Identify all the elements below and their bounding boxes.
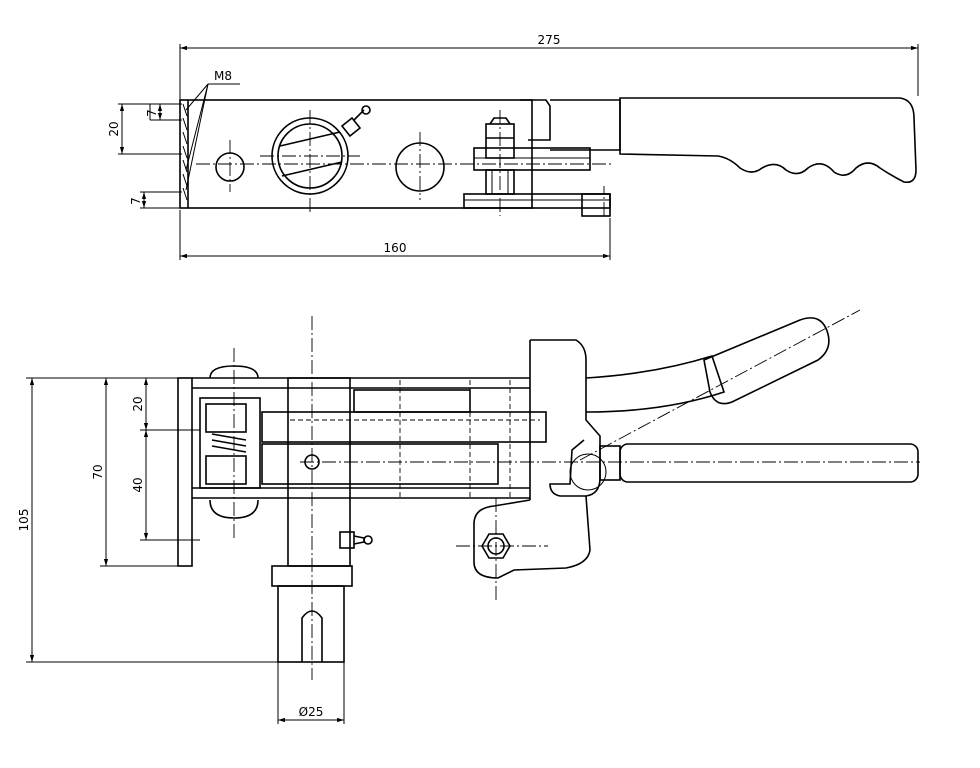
mounting-hole (215, 140, 245, 192)
top-view: 275 M8 (107, 33, 919, 260)
clamp-hole (395, 132, 445, 200)
pivot-knuckle (199, 365, 261, 519)
dimension-spindle-diameter: Ø25 (277, 662, 345, 724)
dim-label-70: 70 (91, 464, 105, 479)
handle-grip-closed (619, 443, 919, 483)
dim-label-diameter-25: Ø25 (299, 705, 324, 719)
dim-label-20-top: 20 (107, 121, 121, 136)
m8-thread-hatching: M8 (182, 69, 240, 201)
handle-open (585, 317, 830, 413)
dim-label-105: 105 (17, 509, 31, 532)
bolt-assembly (473, 110, 591, 216)
dimension-left-offsets: 20 7 7 (107, 103, 182, 209)
dim-label-40: 40 (131, 477, 145, 492)
dim-label-275: 275 (538, 33, 561, 47)
dim-label-7-bottom: 7 (129, 197, 143, 205)
lever-arm (473, 339, 607, 579)
handle-closed (599, 443, 919, 483)
pivot-boss (260, 110, 360, 214)
dimension-overall-length: 275 (179, 33, 919, 100)
dim-label-160: 160 (384, 241, 407, 255)
handle-grip-open (703, 317, 830, 405)
grease-nipple (340, 105, 371, 138)
slide-body (192, 377, 547, 567)
grease-nipple-side (339, 531, 373, 549)
dimension-base-length: 160 (179, 210, 611, 260)
mounting-plate (177, 377, 530, 567)
dim-label-20-side: 20 (131, 396, 145, 411)
side-view: 105 70 20 40 Ø25 (17, 309, 920, 724)
handle-grip (619, 97, 917, 184)
dim-label-7-top: 7 (145, 109, 159, 117)
thread-label-m8: M8 (214, 69, 232, 83)
dimension-side-left: 105 70 20 40 (17, 377, 278, 663)
handle-axis (579, 309, 861, 461)
spindle (271, 565, 353, 663)
handle-top-view (520, 97, 917, 216)
hex-nut (481, 533, 511, 559)
